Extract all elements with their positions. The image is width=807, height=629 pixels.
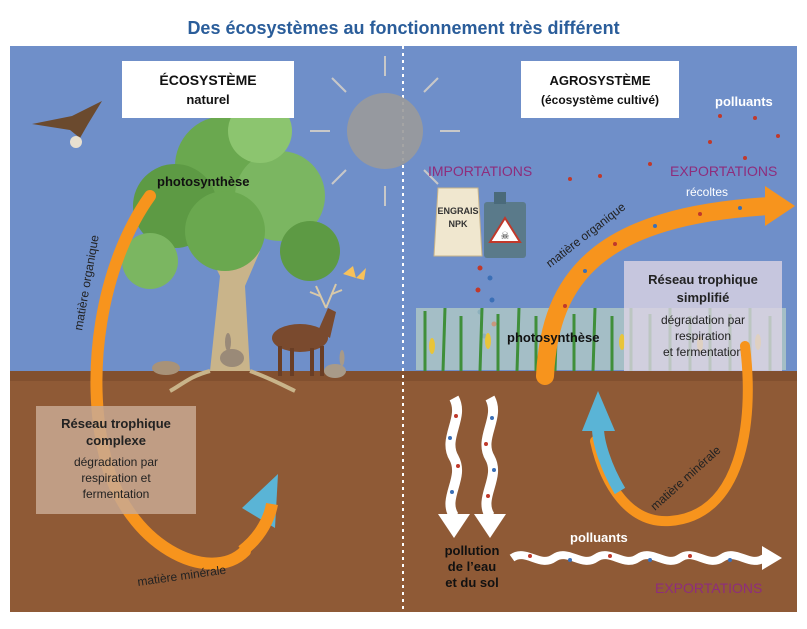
right-export-arrow <box>536 186 795 385</box>
engrais-label-2: NPK <box>448 219 468 229</box>
recoltes-label: récoltes <box>686 185 728 199</box>
left-title-box <box>122 61 294 118</box>
right-reseau-title-1: Réseau trophique <box>648 272 758 287</box>
soil-pollution-arrows <box>438 395 506 538</box>
diagram-scene: ÉCOSYSTÈME naturel photosynthèse matière… <box>10 46 797 612</box>
pesticide-canister-icon: ☠ <box>484 192 526 258</box>
right-title-box <box>521 61 679 118</box>
importations-label: IMPORTATIONS <box>428 163 532 179</box>
right-polluants-top-label: polluants <box>715 94 773 109</box>
exportations-top-label: EXPORTATIONS <box>670 163 777 179</box>
rabbit-icon <box>220 333 244 367</box>
diagram-title: Des écosystèmes au fonctionnement très d… <box>187 18 620 38</box>
left-reseau-title-2: complexe <box>86 433 146 448</box>
rodent-icon <box>152 361 180 375</box>
right-photosynthese-label: photosynthèse <box>507 330 599 345</box>
left-reseau-desc-2: respiration et <box>81 471 151 485</box>
right-reseau-desc-1: dégradation par <box>661 313 745 327</box>
fertilizer-bag-icon: ENGRAIS NPK <box>433 187 483 257</box>
left-reseau-title-1: Réseau trophique <box>61 416 171 431</box>
sun-icon <box>310 56 460 206</box>
right-reseau-desc-3: et fermentation <box>663 345 743 359</box>
pollution-label-2: de l’eau <box>448 559 496 574</box>
left-reseau-desc-3: fermentation <box>83 487 150 501</box>
right-reseau-desc-2: respiration <box>675 329 731 343</box>
tree-icon <box>122 99 340 393</box>
left-reseau-box <box>36 406 196 514</box>
pollution-label-1: pollution <box>445 543 500 558</box>
left-reseau-desc-1: dégradation par <box>74 455 158 469</box>
right-reseau-title-2: simplifié <box>677 290 730 305</box>
hare-icon <box>324 350 346 378</box>
export-arrow-dots <box>563 206 742 308</box>
eagle-icon <box>32 101 102 148</box>
left-photosynthese-label: photosynthèse <box>157 174 249 189</box>
left-box-subtitle: naturel <box>186 92 229 107</box>
exportations-bottom-label: EXPORTATIONS <box>655 580 762 596</box>
right-cycle-arrow <box>582 341 753 527</box>
left-box-title: ÉCOSYSTÈME <box>159 72 256 88</box>
butterfly-icon <box>343 266 366 280</box>
bottom-pollutants-arrow <box>509 546 782 570</box>
right-box-title: AGROSYSTÈME <box>549 73 650 88</box>
polluants-bottom-label: polluants <box>570 530 628 545</box>
pollution-label-3: et du sol <box>445 575 498 590</box>
right-reseau-box <box>624 261 782 371</box>
deer-icon <box>272 283 343 376</box>
pollutant-dots-top <box>568 114 780 181</box>
engrais-label-1: ENGRAIS <box>437 206 478 216</box>
right-box-subtitle: (écosystème cultivé) <box>541 93 659 107</box>
skull-icon: ☠ <box>501 231 510 242</box>
